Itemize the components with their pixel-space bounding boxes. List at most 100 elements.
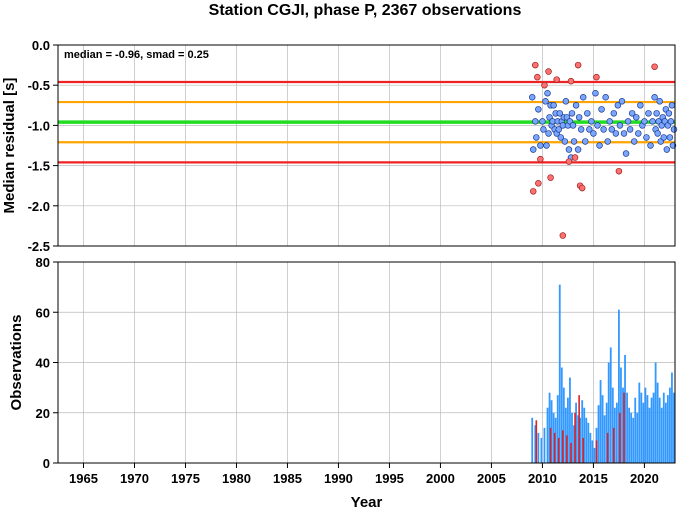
point-outlier [565,158,573,165]
point-in-range [533,134,540,141]
point-in-range [647,142,654,149]
point-in-range [654,130,661,137]
x-tick-label: 1975 [171,471,200,486]
point-in-range [528,94,536,101]
point-in-range [602,94,609,101]
bar-observations [540,437,543,463]
bar-observations [603,415,606,463]
bar-observations [546,407,549,463]
point-in-range [670,126,678,133]
point-in-range [532,118,539,125]
bar-observations [660,407,663,463]
bar-observations [571,412,573,463]
bottom-y-tick-label: 80 [36,255,50,270]
bar-observations-outlier [582,437,585,463]
point-outlier [534,73,541,81]
bar-observations [626,392,628,463]
x-tick-label: 1970 [120,471,149,486]
point-in-range [649,118,656,125]
point-in-range [660,134,668,141]
bar-observations [652,392,655,463]
top-reference-lines [58,80,675,164]
bar-observations [656,382,659,463]
bar-observations-outlier [619,412,621,463]
bar-observations [648,407,651,463]
point-in-range [543,142,550,149]
point-outlier [571,154,579,161]
point-outlier [615,167,623,175]
point-in-range [568,110,576,117]
x-tick-label: 1965 [69,471,98,486]
point-in-range [620,130,628,137]
top-grid [58,44,675,247]
point-in-range [656,98,663,105]
bottom-y-tick-label: 0 [43,456,50,471]
bar-observations-outlier [578,395,580,463]
top-frame [57,44,676,247]
point-in-range [616,122,624,129]
bar-observations-outlier [566,435,568,463]
top-y-tick-label: -0.5 [28,78,50,93]
bar-observations [644,387,647,463]
point-in-range [667,118,675,125]
bar-observations [589,432,592,463]
x-tick-label: 2005 [477,471,506,486]
point-in-range [557,134,565,141]
point-in-range [653,110,660,117]
point-in-range [604,138,611,145]
point-in-range [651,94,658,101]
point-in-range [626,126,634,133]
bar-observations [634,397,637,463]
bar-observations [636,412,639,463]
point-in-range [645,110,652,117]
point-outlier [559,232,567,239]
point-in-range [540,126,547,133]
point-outlier [545,68,552,75]
point-in-range [569,122,577,129]
bottom-y-tick-label: 20 [36,406,50,421]
bar-observations [630,412,633,463]
bar-observations [550,400,553,463]
point-in-range [594,122,601,129]
point-in-range [565,146,573,153]
point-in-range [539,118,546,125]
point-in-range [577,126,585,133]
point-in-range [537,142,544,149]
bar-observations [558,284,561,463]
point-in-range [612,130,620,137]
bar-observations [543,427,546,463]
point-in-range [574,146,582,153]
bar-observations [666,395,669,463]
point-in-range [668,102,676,109]
bottom-y-tick-label: 40 [36,356,50,371]
bar-observations [569,377,571,463]
x-tick-label: 2020 [630,471,659,486]
bar-observations [599,380,602,463]
bar-observations [671,372,673,463]
bar-observations [573,425,575,463]
point-outlier [578,184,586,192]
x-tick-label: 2000 [426,471,455,486]
bottom-y-ticks: 0 20 40 60 80 [36,255,58,471]
bottom-y-tick-label: 60 [36,305,50,320]
top-points [528,61,678,239]
point-in-range [598,106,605,113]
point-outlier [553,76,560,83]
point-in-range [635,130,642,137]
x-tick-label: 1980 [222,471,251,486]
top-panel: 0.0-0.5-1.0-1.5-2.0-2.5 median = -0.96, … [1,38,678,254]
point-in-range [666,134,674,141]
bar-observations [624,354,626,463]
point-in-range [632,114,640,121]
bar-observations [597,405,600,463]
bar-observations [534,425,537,463]
x-tick-label: 2010 [528,471,557,486]
stats-annotation: median = -0.96, smad = 0.25 [64,49,209,61]
point-in-range [628,110,636,117]
point-in-range [622,150,630,157]
bar-observations [567,397,569,463]
bar-observations [628,407,631,463]
bar-observations [564,407,567,463]
